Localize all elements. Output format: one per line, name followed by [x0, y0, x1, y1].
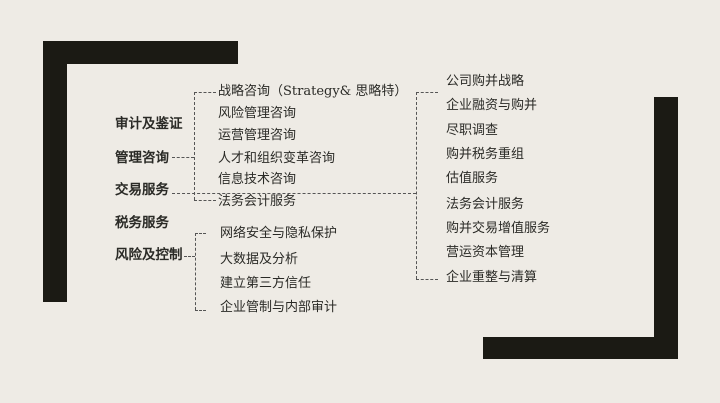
frame-top-left-horizontal — [43, 41, 238, 64]
mc-item-risk-management: 风险管理咨询 — [218, 106, 297, 121]
connector-risk-top — [195, 233, 206, 234]
ts-item-due-diligence: 尽职调查 — [446, 123, 499, 138]
rc-item-governance-audit: 企业管制与内部审计 — [220, 300, 338, 315]
frame-top-left-vertical — [43, 41, 67, 302]
category-audit-assurance: 审计及鉴证 — [115, 116, 183, 132]
frame-bottom-right-vertical — [654, 97, 678, 359]
category-risk-control: 风险及控制 — [115, 247, 183, 263]
connector-risk-vertical — [195, 233, 196, 310]
connector-risk-stub — [184, 256, 195, 257]
category-management-consulting: 管理咨询 — [115, 150, 169, 166]
frame-bottom-right-horizontal — [483, 337, 678, 359]
mc-item-operations: 运营管理咨询 — [218, 128, 297, 143]
connector-risk-bottom — [195, 310, 206, 311]
mc-item-strategy: 战略咨询（Strategy& 思略特） — [218, 84, 408, 99]
ts-item-corporate-finance: 企业融资与购并 — [446, 98, 538, 113]
category-tax-services: 税务服务 — [115, 215, 169, 231]
rc-item-third-party-trust: 建立第三方信任 — [220, 276, 312, 291]
ts-item-tax-restructuring: 购并税务重组 — [446, 147, 525, 162]
ts-item-valuation: 估值服务 — [446, 171, 499, 186]
connector-transaction-long — [172, 193, 416, 194]
ts-item-working-capital: 营运资本管理 — [446, 245, 525, 260]
ts-item-forensic: 法务会计服务 — [446, 197, 525, 212]
mc-item-people-org: 人才和组织变革咨询 — [218, 151, 336, 166]
rc-item-cybersecurity: 网络安全与隐私保护 — [220, 226, 338, 241]
ts-item-value-added: 购并交易增值服务 — [446, 221, 551, 236]
connector-management-vertical — [194, 92, 195, 200]
connector-management-stub — [172, 157, 194, 158]
rc-item-data-analytics: 大数据及分析 — [220, 252, 299, 267]
connector-management-top — [194, 92, 216, 93]
connector-management-bottom — [194, 200, 216, 201]
mc-item-forensic: 法务会计服务 — [218, 194, 297, 209]
ts-item-restructuring: 企业重整与清算 — [446, 270, 538, 285]
mc-item-it: 信息技术咨询 — [218, 172, 297, 187]
category-transaction-services: 交易服务 — [115, 182, 169, 198]
connector-transaction-vertical — [416, 92, 417, 279]
ts-item-ma-strategy: 公司购并战略 — [446, 74, 525, 89]
connector-transaction-top — [416, 92, 438, 93]
connector-transaction-bottom — [416, 279, 438, 280]
